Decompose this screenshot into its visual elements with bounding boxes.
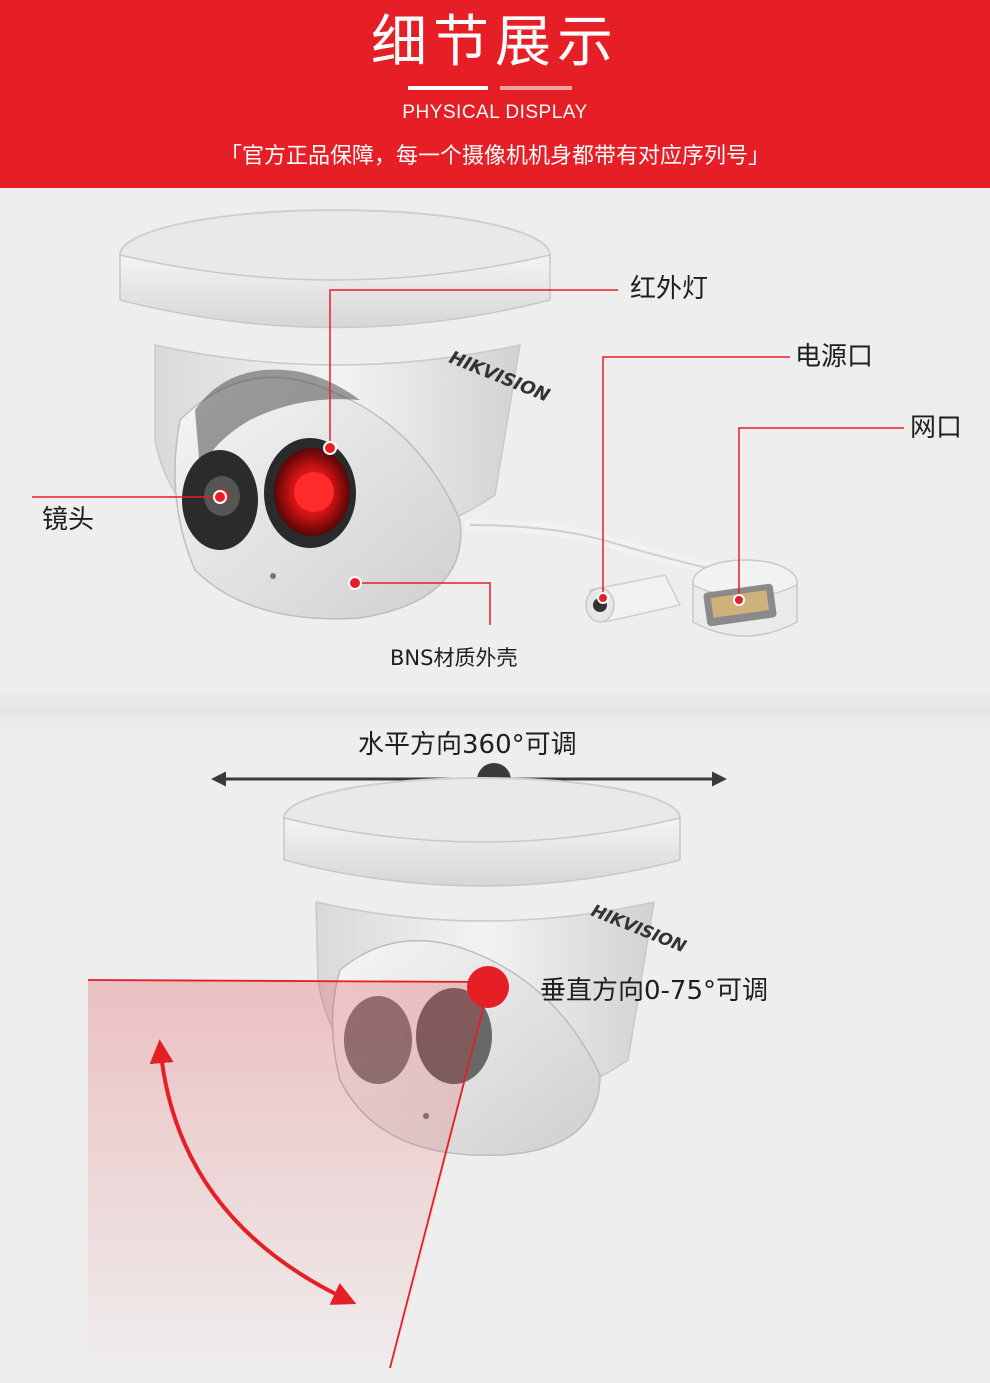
field-of-view-overlay [88, 980, 490, 1383]
header-banner: 细节展示 PHYSICAL DISPLAY 「官方正品保障，每一个摄像机机身都带… [0, 0, 990, 188]
page-subtitle: PHYSICAL DISPLAY [402, 102, 588, 123]
tilt-range-arrow [149, 1039, 357, 1305]
title-underline-left [408, 86, 488, 90]
cable-assembly [464, 519, 798, 637]
tilt-lines [87, 979, 491, 1369]
turret-camera-detail: HIKVISION [119, 209, 553, 620]
label-network-port: 网口 [910, 413, 963, 443]
label-lens: 镜头 [42, 505, 95, 535]
label-vertical-adjust: 垂直方向0-75°可调 [540, 976, 769, 1006]
pivot-dot [467, 966, 509, 1008]
title-underline-right [500, 86, 572, 90]
page-title: 细节展示 [371, 10, 619, 75]
label-horizontal-adjust: 水平方向360°可调 [358, 730, 577, 760]
callout-lines [32, 289, 904, 625]
callout-dots [213, 441, 745, 606]
authenticity-note: 「官方正品保障，每一个摄像机机身都带有对应序列号」 [219, 144, 770, 169]
label-power-port: 电源口 [795, 342, 874, 372]
section-divider [0, 690, 990, 730]
label-shell: BNS材质外壳 [390, 646, 518, 670]
label-ir-light: 红外灯 [630, 274, 709, 304]
